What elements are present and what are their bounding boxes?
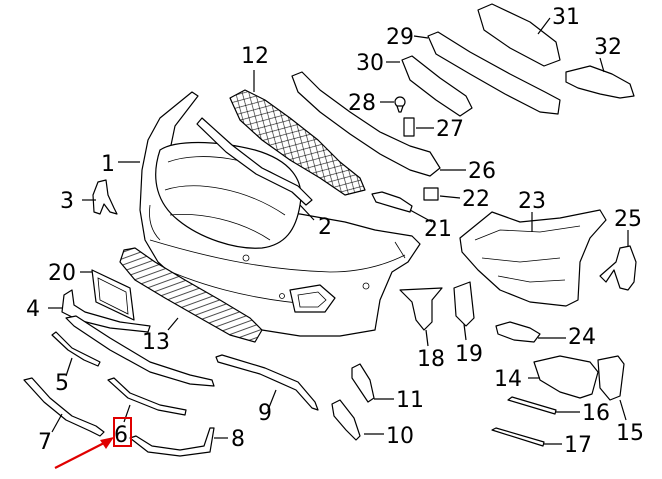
clip-22 (423, 187, 439, 201)
lower-trim-strip-5 (51, 331, 101, 367)
grille-trim-strip (196, 117, 313, 206)
callout-16: 16 (582, 401, 610, 426)
callout-31: 31 (552, 5, 580, 30)
screw-28 (394, 96, 406, 113)
bracket-24 (495, 321, 541, 343)
lower-trim-strip-8 (129, 427, 215, 457)
callout-14: 14 (494, 367, 522, 392)
bracket-32 (565, 65, 635, 99)
lower-grille (119, 247, 263, 343)
callout-32: 32 (594, 35, 622, 60)
highlight-marker (54, 417, 132, 469)
callout-9: 9 (258, 401, 272, 426)
clip-27 (403, 117, 415, 137)
side-cover-15 (597, 355, 625, 401)
bracket-18 (399, 287, 443, 331)
bracket-11 (351, 363, 375, 403)
callout-29: 29 (386, 25, 414, 50)
callout-7: 7 (38, 430, 52, 455)
upper-grille-mesh (229, 89, 366, 196)
strip-16 (507, 396, 557, 415)
bracket-31 (477, 3, 561, 67)
leader-lines (48, 17, 629, 445)
strip-17 (491, 427, 545, 447)
lower-trim-strip-6 (107, 377, 187, 416)
absorber-26 (291, 71, 441, 177)
callout-12: 12 (241, 44, 269, 69)
bumper-cover (139, 91, 421, 337)
callout-15: 15 (616, 421, 644, 446)
callout-2: 2 (318, 215, 332, 240)
callout-26: 26 (468, 159, 496, 184)
callout-19: 19 (455, 342, 483, 367)
highlight-arrow-head (100, 437, 114, 449)
side-cover-14 (533, 355, 599, 399)
callout-17: 17 (564, 433, 592, 458)
callout-numbers: 1 2 3 4 5 6 7 8 9 10 11 12 13 14 15 16 1… (26, 5, 644, 458)
callout-27: 27 (436, 117, 464, 142)
sensor-25 (599, 245, 637, 291)
callout-13: 13 (142, 330, 170, 355)
callout-21: 21 (424, 217, 452, 242)
callout-22: 22 (462, 187, 490, 212)
clip-21 (371, 191, 413, 213)
bracket-10 (331, 399, 361, 441)
callout-18: 18 (417, 347, 445, 372)
callout-20: 20 (48, 261, 76, 286)
callout-8: 8 (231, 427, 245, 452)
callout-6: 6 (114, 423, 128, 448)
callout-30: 30 (356, 51, 384, 76)
center-lower-trim (65, 315, 215, 387)
callout-4: 4 (26, 297, 40, 322)
callout-25: 25 (614, 207, 642, 232)
lower-molding-9 (215, 354, 319, 411)
reinforcement-29 (427, 31, 561, 115)
highlight-arrow-shaft (54, 441, 107, 469)
callout-10: 10 (386, 424, 414, 449)
callout-5: 5 (55, 371, 69, 396)
license-plate-bracket (91, 269, 135, 321)
callout-23: 23 (518, 189, 546, 214)
callout-11: 11 (396, 388, 424, 413)
lower-trim-strip-7 (23, 377, 105, 437)
callout-1: 1 (101, 152, 115, 177)
reinforcement-30 (401, 55, 473, 117)
callout-24: 24 (568, 325, 596, 350)
bumper-carrier (459, 209, 607, 307)
side-bracket (92, 179, 118, 215)
highlight-box (113, 417, 132, 447)
callout-28: 28 (348, 91, 376, 116)
callout-3: 3 (60, 189, 74, 214)
bracket-19 (453, 281, 475, 327)
